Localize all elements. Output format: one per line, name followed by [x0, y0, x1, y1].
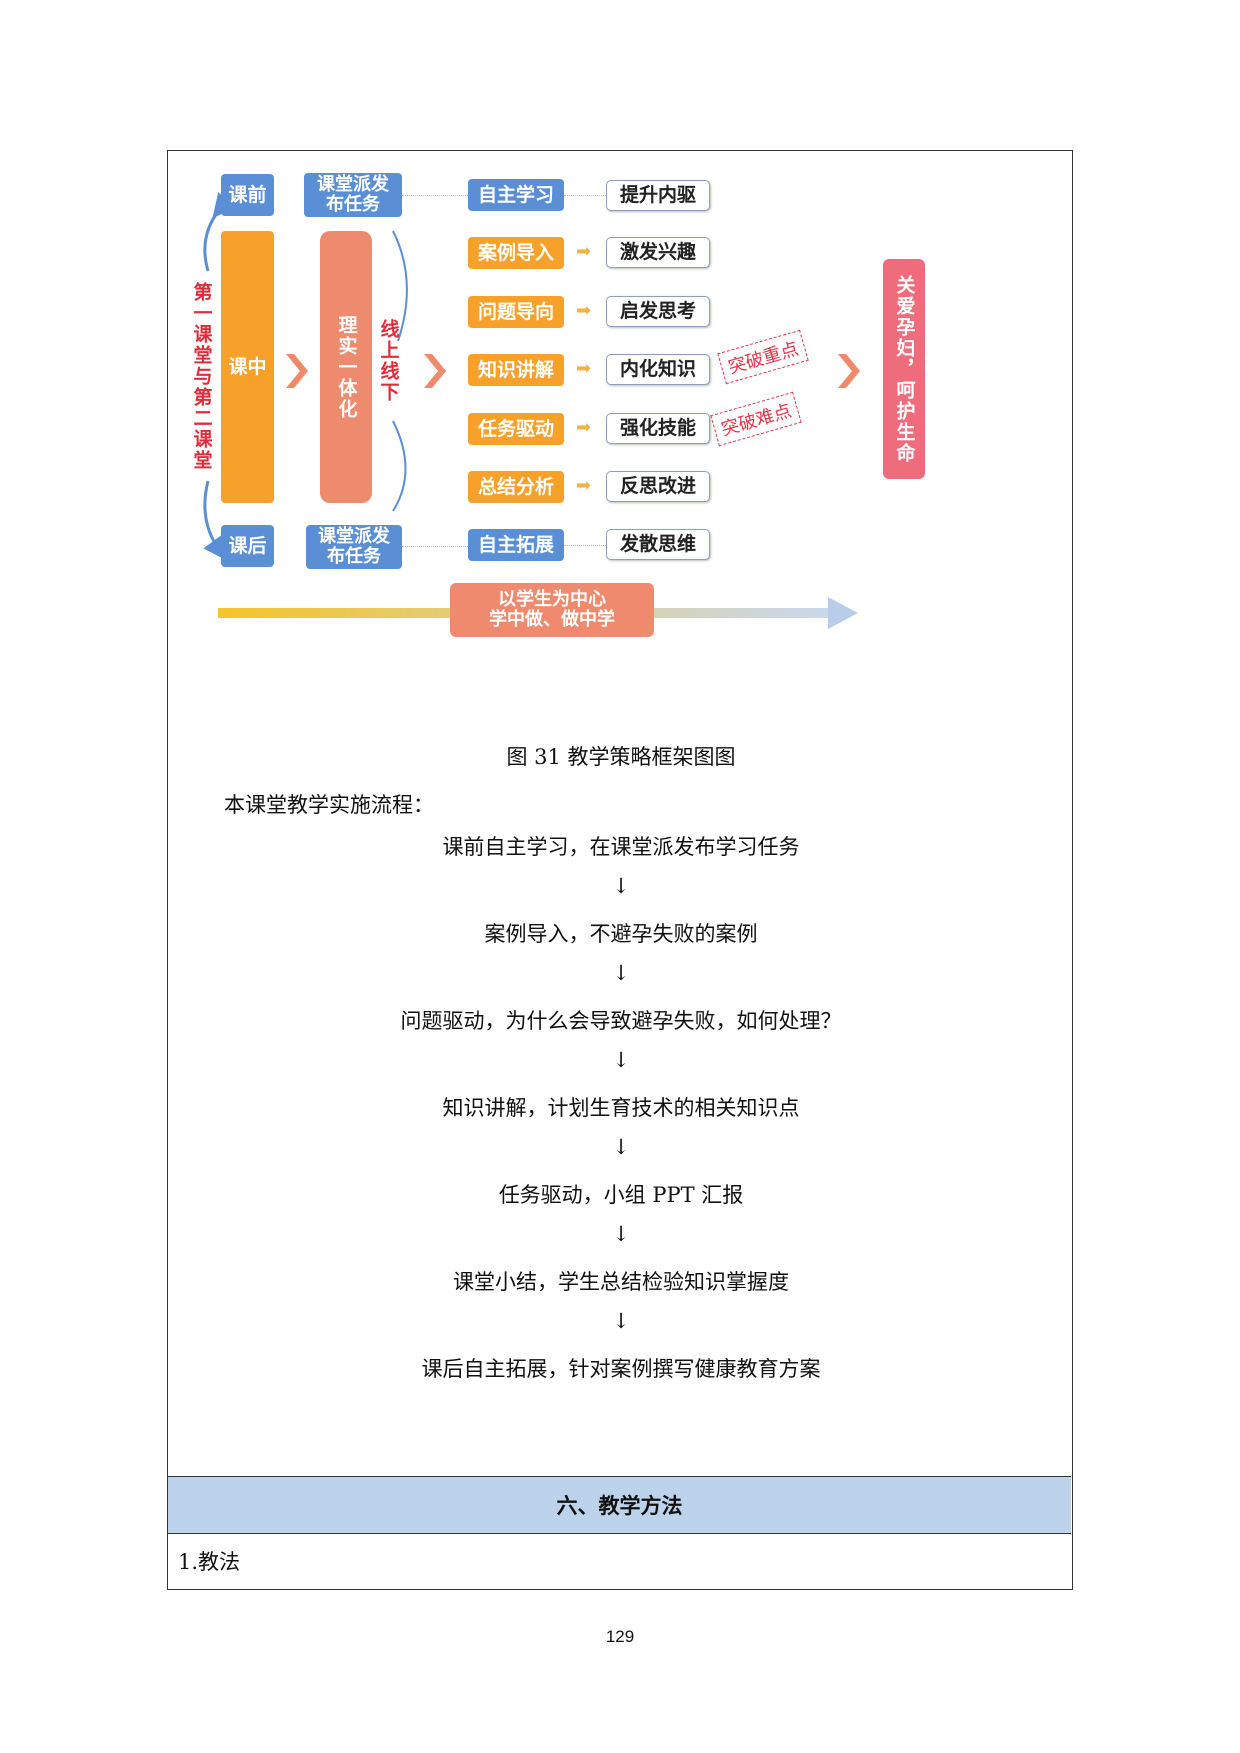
teaching-strategy-diagram: 课前 课中 课后 第一课堂与第二课堂 课堂派发布任务 理实一体化 线上线下 课堂… — [168, 151, 1074, 751]
small-arrow-icon: ➡ — [576, 358, 592, 379]
step-result-1: 提升内驱 — [606, 180, 710, 211]
progress-arrow-head — [828, 597, 858, 629]
online-offline-label: 线上线下 — [377, 319, 400, 403]
goal-box: 关爱孕妇，呵护生命 — [883, 259, 925, 479]
bottom-task-box: 课堂派发布任务 — [306, 525, 402, 569]
down-arrow-icon: ↓ — [612, 1309, 630, 1333]
step-result-6: 反思改进 — [606, 471, 710, 502]
bracket-arc-top — [203, 192, 237, 272]
small-arrow-icon: ➡ — [576, 475, 592, 496]
flow-step-6: 课堂小结，学生总结检验知识掌握度 — [453, 1270, 789, 1294]
step-action-1: 自主学习 — [468, 179, 564, 211]
chevron-icon-3 — [838, 354, 860, 388]
connector-line-top — [402, 195, 468, 196]
step-connector-1 — [564, 195, 606, 196]
flow-step-2: 案例导入，不避孕失败的案例 — [484, 922, 758, 946]
before-class-box: 课前 — [221, 174, 274, 216]
small-arrow-icon: ➡ — [576, 417, 592, 438]
connector-line-bottom — [402, 546, 468, 547]
chevron-icon-1 — [286, 354, 308, 388]
small-arrow-icon: ➡ — [576, 241, 592, 262]
figure-caption: 图 31 教学策略框架图图 — [506, 745, 736, 769]
step-action-6: 总结分析 — [468, 471, 564, 503]
center-line-2: 学中做、做中学 — [489, 609, 615, 630]
step-action-5: 任务驱动 — [468, 413, 564, 445]
student-centered-box: 以学生为中心 学中做、做中学 — [450, 583, 654, 637]
step-result-7: 发散思维 — [606, 529, 710, 560]
during-class-box: 课中 — [221, 231, 274, 503]
down-arrow-icon: ↓ — [612, 961, 630, 985]
step-action-4: 知识讲解 — [468, 354, 564, 386]
chevron-icon-2 — [424, 354, 446, 388]
section-header: 六、教学方法 — [168, 1476, 1071, 1534]
method-label: 1.教法 — [178, 1550, 241, 1574]
center-line-1: 以学生为中心 — [498, 589, 606, 611]
down-arrow-icon: ↓ — [612, 1222, 630, 1246]
bracket-arc-bottom — [203, 480, 228, 561]
down-arrow-icon: ↓ — [612, 1135, 630, 1159]
flow-step-4: 知识讲解，计划生育技术的相关知识点 — [442, 1096, 800, 1120]
step-result-5: 强化技能 — [606, 413, 710, 444]
theory-practice-box: 理实一体化 — [320, 231, 372, 503]
down-arrow-icon: ↓ — [612, 1048, 630, 1072]
online-arc-bottom — [392, 420, 407, 512]
step-action-2: 案例导入 — [468, 237, 564, 269]
small-arrow-icon: ➡ — [576, 300, 592, 321]
step-action-3: 问题导向 — [468, 296, 564, 328]
flow-step-1: 课前自主学习，在课堂派发布学习任务 — [442, 835, 800, 859]
after-class-box: 课后 — [221, 525, 274, 567]
step-connector-7 — [564, 545, 606, 546]
flow-step-3: 问题驱动，为什么会导致避孕失败，如何处理？ — [400, 1009, 842, 1033]
flow-step-7: 课后自主拓展，针对案例撰写健康教育方案 — [421, 1357, 821, 1381]
intro-text: 本课堂教学实施流程： — [224, 793, 434, 817]
document-frame: 课前 课中 课后 第一课堂与第二课堂 课堂派发布任务 理实一体化 线上线下 课堂… — [167, 150, 1073, 1590]
step-result-4: 内化知识 — [606, 354, 710, 385]
flow-step-5: 任务驱动，小组 PPT 汇报 — [498, 1183, 744, 1207]
page-number: 129 — [605, 1627, 635, 1646]
step-result-3: 启发思考 — [606, 296, 710, 327]
step-action-7: 自主拓展 — [468, 529, 564, 561]
top-task-box: 课堂派发布任务 — [304, 173, 402, 217]
first-second-classroom-label: 第一课堂与第二课堂 — [190, 281, 213, 471]
online-arc-top — [392, 230, 408, 342]
step-result-2: 激发兴趣 — [606, 237, 710, 268]
down-arrow-icon: ↓ — [612, 874, 630, 898]
